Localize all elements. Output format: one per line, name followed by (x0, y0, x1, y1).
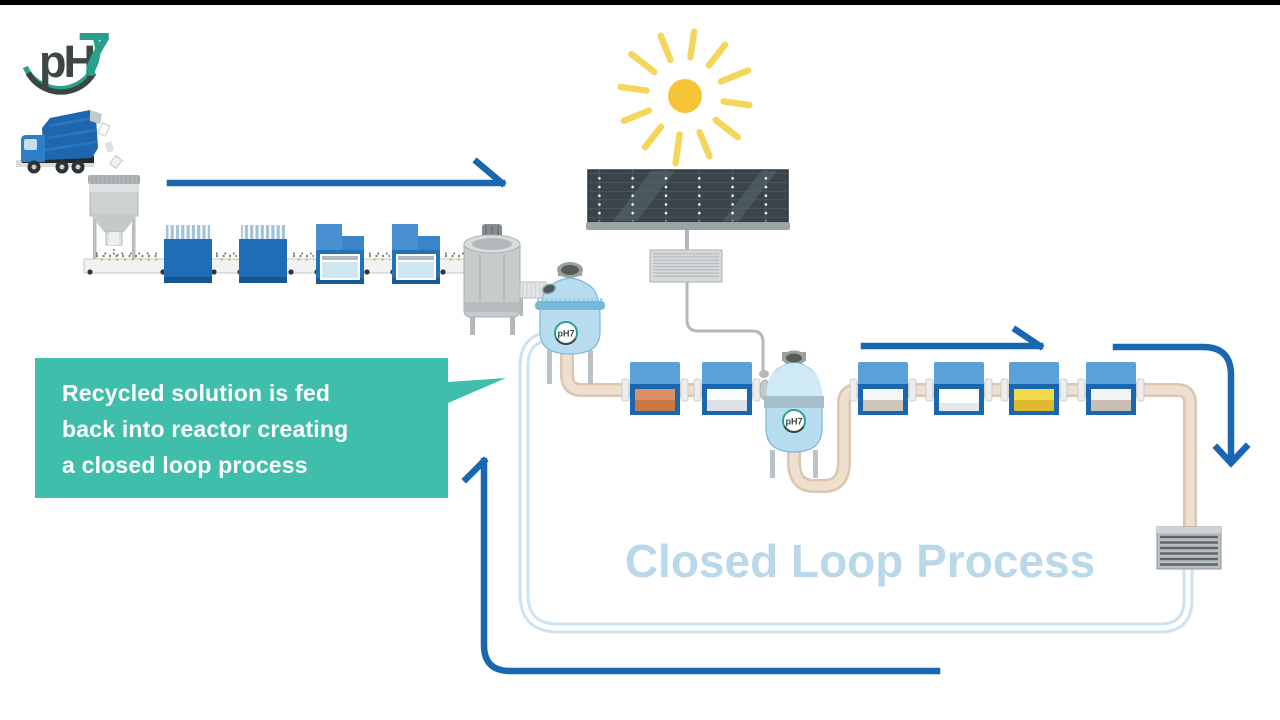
callout-line-3: a closed loop process (62, 452, 308, 478)
sun-icon (617, 28, 753, 167)
grinder-vessel (463, 224, 521, 335)
return-pipe (518, 330, 1194, 634)
logo-text-7: 7 (77, 21, 112, 90)
reactor-port (541, 283, 557, 295)
solar-cable (685, 282, 765, 372)
letterbox-bar (0, 0, 1280, 5)
process-pipe (560, 340, 1197, 530)
flow-arrow-down (1112, 343, 1251, 468)
truck-chute (90, 110, 102, 124)
polisher-badge: pH7 (782, 409, 806, 433)
flow-arrow-return (461, 456, 941, 675)
callout-line-1: Recycled solution is fed (62, 380, 331, 406)
ph7-logo: pH 7 (18, 10, 138, 120)
sun-core (668, 79, 702, 113)
reactor-badge: pH7 (554, 321, 578, 345)
heat-exchanger (1156, 526, 1222, 570)
callout-bubble: Recycled solution is fed back into react… (35, 358, 448, 498)
inline-filter-4 (925, 362, 993, 415)
shredder-machine-1 (164, 225, 212, 283)
flow-arrow-filters (860, 325, 1045, 351)
callout-tail (448, 378, 506, 403)
callout-line-2: back into reactor creating (62, 416, 349, 442)
inline-filter-6 (1077, 362, 1145, 415)
falling-waste (97, 122, 123, 170)
ph7-logo-ring (22, 36, 101, 95)
solar-inverter (649, 249, 723, 283)
cable-connector (759, 370, 769, 378)
washer-machine-1 (316, 224, 364, 284)
washer-machine-2 (392, 224, 440, 284)
inline-filter-1 (621, 362, 689, 415)
feed-hopper (88, 175, 140, 260)
polishing-vessel: pH7 (759, 350, 824, 478)
shredder-machine-2 (239, 225, 287, 283)
inline-filter-5 (1000, 362, 1068, 415)
flow-arrow-intake (166, 157, 507, 188)
svg-text:pH7: pH7 (557, 329, 574, 339)
transfer-chute (519, 281, 547, 316)
solar-panel (586, 169, 790, 252)
reactor-vessel: pH7 (535, 262, 605, 384)
svg-text:pH7: pH7 (785, 417, 802, 427)
closed-loop-label: Closed Loop Process (624, 535, 1096, 587)
inline-filter-2 (693, 362, 761, 415)
garbage-truck (16, 110, 123, 174)
logo-text-ph: pH (39, 36, 96, 87)
inline-filter-3 (849, 362, 917, 415)
